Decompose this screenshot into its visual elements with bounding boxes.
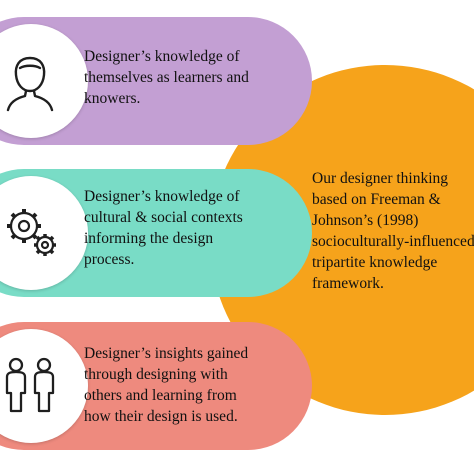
insights-text: Designer’s insights gained through desig… [84,345,249,425]
knowledge-context-text: Designer’s knowledge of cultural & socia… [84,188,243,268]
person-head-icon-badge [0,24,88,138]
gears-icon-badge [0,176,88,290]
framework-description: Our designer thinking based on Freeman &… [312,170,474,292]
person-head-icon [6,56,54,112]
knowledge-self-text: Designer’s knowledge of themselves as le… [84,48,249,107]
two-people-icon [5,357,55,413]
two-people-icon-badge [0,329,88,443]
gears-icon [7,209,56,256]
